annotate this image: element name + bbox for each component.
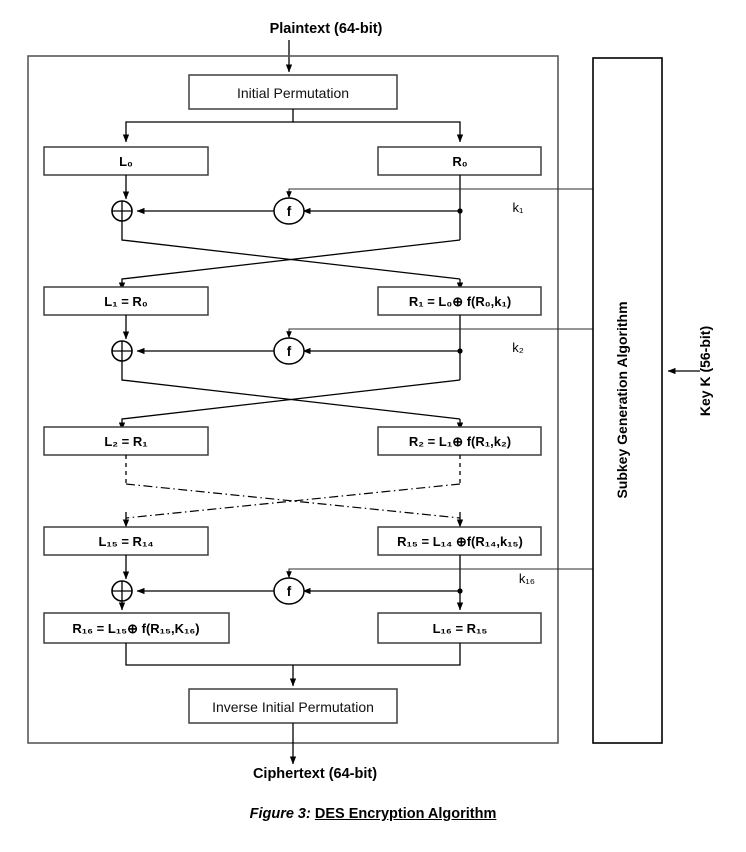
xor-cross-2 bbox=[112, 341, 132, 361]
figure-caption: Figure 3: DES Encryption Algorithm bbox=[0, 806, 746, 822]
plaintext-label: Plaintext (64-bit) bbox=[270, 21, 383, 37]
k16-wire bbox=[286, 568, 593, 579]
block-r0 bbox=[377, 146, 542, 176]
block-r1 bbox=[377, 286, 542, 316]
block-l0-label: L₀ bbox=[119, 154, 133, 169]
crossover-2-left bbox=[121, 361, 461, 420]
block-l2 bbox=[43, 426, 209, 456]
figure-title: DES Encryption Algorithm bbox=[314, 806, 497, 822]
block-l2-label: L₂ = R₁ bbox=[104, 434, 147, 449]
subkey-label-k16: k₁₆ bbox=[519, 571, 535, 586]
block-l15-label: L₁₅ = R₁₄ bbox=[98, 534, 153, 549]
ciphertext-label: Ciphertext (64-bit) bbox=[253, 766, 377, 782]
f-function-label-1: f bbox=[287, 204, 292, 219]
xor-cross-16 bbox=[112, 581, 132, 601]
block-r1-label: R₁ = L₀⊕ f(R₀,k₁) bbox=[409, 294, 511, 309]
block-r0-label: R₀ bbox=[452, 154, 467, 169]
block-l1-label: L₁ = R₀ bbox=[104, 294, 148, 309]
block-l0 bbox=[43, 146, 209, 176]
subkey-label-k2: k₂ bbox=[512, 340, 524, 355]
crossover-1-left bbox=[121, 221, 461, 280]
r15-tap-dot-16 bbox=[457, 588, 463, 594]
subkey-generation-label: Subkey Generation Algorithm bbox=[614, 301, 630, 498]
block-l1 bbox=[43, 286, 209, 316]
block-r2-label: R₂ = L₁⊕ f(R₁,k₂) bbox=[409, 434, 511, 449]
ip-to-l0-wire bbox=[122, 109, 294, 143]
block-l15 bbox=[43, 526, 209, 556]
k2-wire bbox=[286, 328, 593, 339]
elided-crossover-left bbox=[125, 483, 461, 519]
inverse-initial-permutation-box bbox=[188, 688, 398, 724]
figure-number: Figure 3: bbox=[249, 806, 311, 822]
f-function-label-2: f bbox=[287, 344, 292, 359]
initial-permutation-label: Initial Permutation bbox=[237, 85, 349, 101]
block-r16 bbox=[43, 612, 230, 644]
subkey-label-k1: k₁ bbox=[513, 200, 525, 215]
block-r15-label: R₁₅ = L₁₄ ⊕f(R₁₄,k₁₅) bbox=[397, 534, 523, 549]
initial-permutation-box bbox=[188, 74, 398, 110]
block-l16-label: L₁₆ = R₁₅ bbox=[433, 621, 488, 636]
inverse-initial-permutation-label: Inverse Initial Permutation bbox=[212, 699, 374, 715]
ip-to-r0-wire bbox=[293, 121, 464, 143]
elided-crossover-right bbox=[125, 483, 461, 519]
crossover-1-right bbox=[118, 239, 461, 291]
crossover-2-right bbox=[118, 379, 461, 431]
xor-cross-1 bbox=[112, 201, 132, 221]
block-r2 bbox=[377, 426, 542, 456]
f-function-label-16: f bbox=[287, 584, 292, 599]
key-input-label: Key K (56-bit) bbox=[697, 326, 713, 416]
block-r16-label: R₁₆ = L₁₅⊕ f(R₁₅,K₁₆) bbox=[72, 621, 199, 636]
k1-wire bbox=[286, 188, 593, 199]
subkey-generation-box bbox=[592, 57, 663, 744]
block-r15 bbox=[377, 526, 542, 556]
r1-tap-dot-2 bbox=[457, 348, 463, 354]
r16-l16-join-wire bbox=[125, 643, 461, 666]
r0-tap-dot-1 bbox=[457, 208, 463, 214]
